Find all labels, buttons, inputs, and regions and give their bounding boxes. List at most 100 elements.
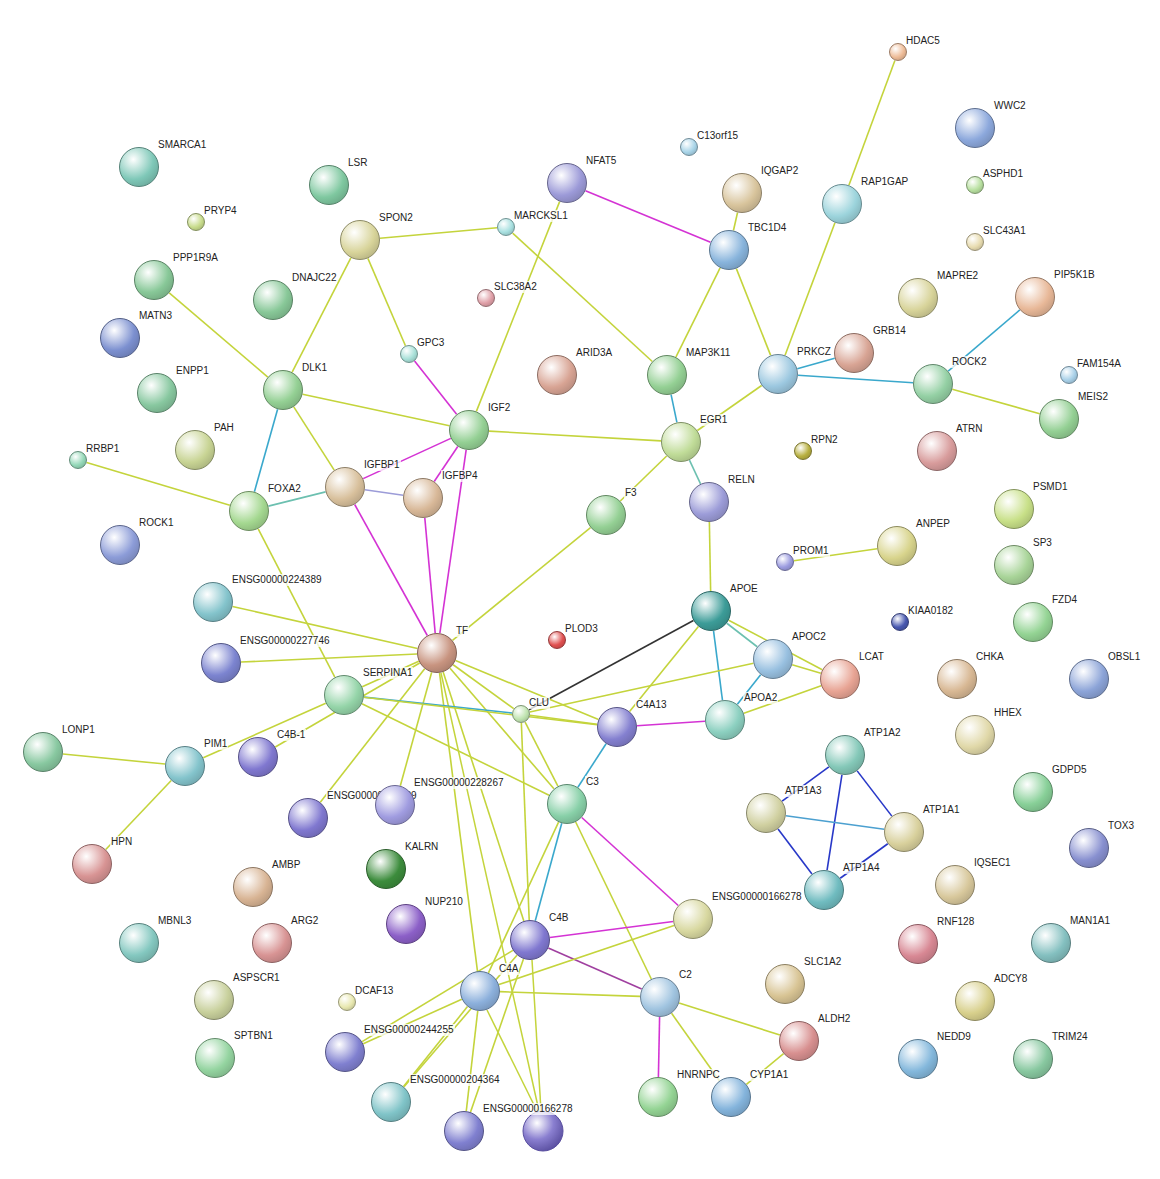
protein-node: ADCY8 [955,981,995,1021]
protein-node: F3 [586,495,626,535]
protein-node: ROCK1 [100,525,140,565]
protein-node: HDAC5 [889,43,907,61]
protein-node-circle [597,707,637,747]
interaction-edge [362,704,549,795]
protein-label: TRIM24 [1051,1031,1089,1043]
protein-node-circle [288,798,328,838]
protein-node-circle [460,971,500,1011]
protein-node: SERPINA1 [324,675,364,715]
edge-line [425,518,435,633]
protein-node: KALRN [366,849,406,889]
protein-label: IGF2 [487,402,511,414]
protein-node: IQSEC1 [935,865,975,905]
protein-node: PSMD1 [994,489,1034,529]
protein-node: PRKCZ [758,354,798,394]
protein-label: C4A [498,963,519,975]
interaction-edge [578,744,606,787]
protein-node-circle [937,659,977,699]
protein-node: ENSG00000227746 [201,643,241,683]
protein-node: ATP1A3 [746,793,786,833]
protein-node: C4B-1 [238,737,278,777]
protein-label: RPN2 [810,434,839,446]
interaction-edge [303,394,450,426]
protein-node: ATP1A2 [825,735,865,775]
protein-label: PPP1R9A [172,252,219,264]
protein-node-circle [324,675,364,715]
protein-node-circle [955,715,995,755]
protein-node: HPN [72,844,112,884]
edge-line [450,668,554,789]
protein-node-circle [884,812,924,852]
edge-line [258,529,335,677]
protein-label: CYP1A1 [749,1069,789,1081]
interaction-edge [785,223,835,356]
protein-node-circle [638,1077,678,1117]
protein-node-circle [340,220,380,260]
protein-node: LSR [309,165,349,205]
protein-node: C4A [460,971,500,1011]
protein-node: RAP1GAP [822,184,862,224]
protein-node: TRIM24 [1013,1039,1053,1079]
protein-node: SPON2 [340,220,380,260]
edge-line [233,606,418,648]
protein-node-circle [23,732,63,772]
protein-label: C4B-1 [276,729,306,741]
protein-node: TF [417,633,457,673]
protein-node: ENSG00000244255 [325,1032,365,1072]
protein-node-circle [193,582,233,622]
protein-label: KALRN [404,841,439,853]
edge-line [797,358,834,368]
edge-line [792,665,821,674]
protein-label: WWC2 [993,100,1027,112]
edge-line [671,395,677,423]
protein-node: FZD4 [1013,602,1053,642]
protein-node: PIM1 [165,746,205,786]
protein-node: SP3 [994,545,1034,585]
protein-node: APOE [691,591,731,631]
protein-node-circle [371,1082,411,1122]
protein-node: IQGAP2 [722,173,762,213]
protein-node-circle [689,482,729,522]
protein-node-circle [252,923,292,963]
protein-node-circle [309,165,349,205]
protein-node: ANPEP [877,526,917,566]
interaction-edge [380,228,497,238]
interaction-edge [548,948,641,989]
protein-node: DCAF13 [338,993,356,1011]
protein-node-circle [955,108,995,148]
protein-node-circle [779,1021,819,1061]
protein-label: ENSG00000227746 [239,635,331,647]
protein-node-circle [661,422,701,462]
protein-node-circle [917,431,957,471]
protein-node-circle [233,867,273,907]
protein-node: ENPP1 [137,373,177,413]
protein-label: PLOD3 [564,623,599,635]
protein-node-circle [877,526,917,566]
edge-line [736,269,770,356]
protein-label: NEDD9 [936,1031,972,1043]
protein-node: ALDH2 [779,1021,819,1061]
protein-node: ENSG00000228267 [375,785,415,825]
protein-node: ENSG00000224389 [193,582,233,622]
edge-line [364,697,597,724]
edge-line [521,723,529,920]
protein-label: C3 [585,776,600,788]
protein-node: FOXA2 [229,491,269,531]
protein-node: RPN2 [794,442,812,460]
interaction-edge [488,822,558,973]
protein-node: MEIS2 [1039,399,1079,439]
interaction-edge [952,389,1039,413]
protein-node: ENSG00000166278 [673,899,713,939]
interaction-edge [513,233,653,361]
protein-label: PSMD1 [1032,481,1068,493]
interaction-edge [948,310,1020,371]
protein-node: ROCK2 [913,364,953,404]
protein-node: SMARCA1 [119,147,159,187]
protein-label: F3 [624,487,638,499]
edge-line [778,829,812,874]
interaction-edge [320,669,424,802]
protein-label: EGR1 [699,414,728,426]
interaction-edge [782,767,829,801]
protein-node: OBSL1 [1069,659,1109,699]
protein-node: ENSG00000204364 [371,1082,411,1122]
